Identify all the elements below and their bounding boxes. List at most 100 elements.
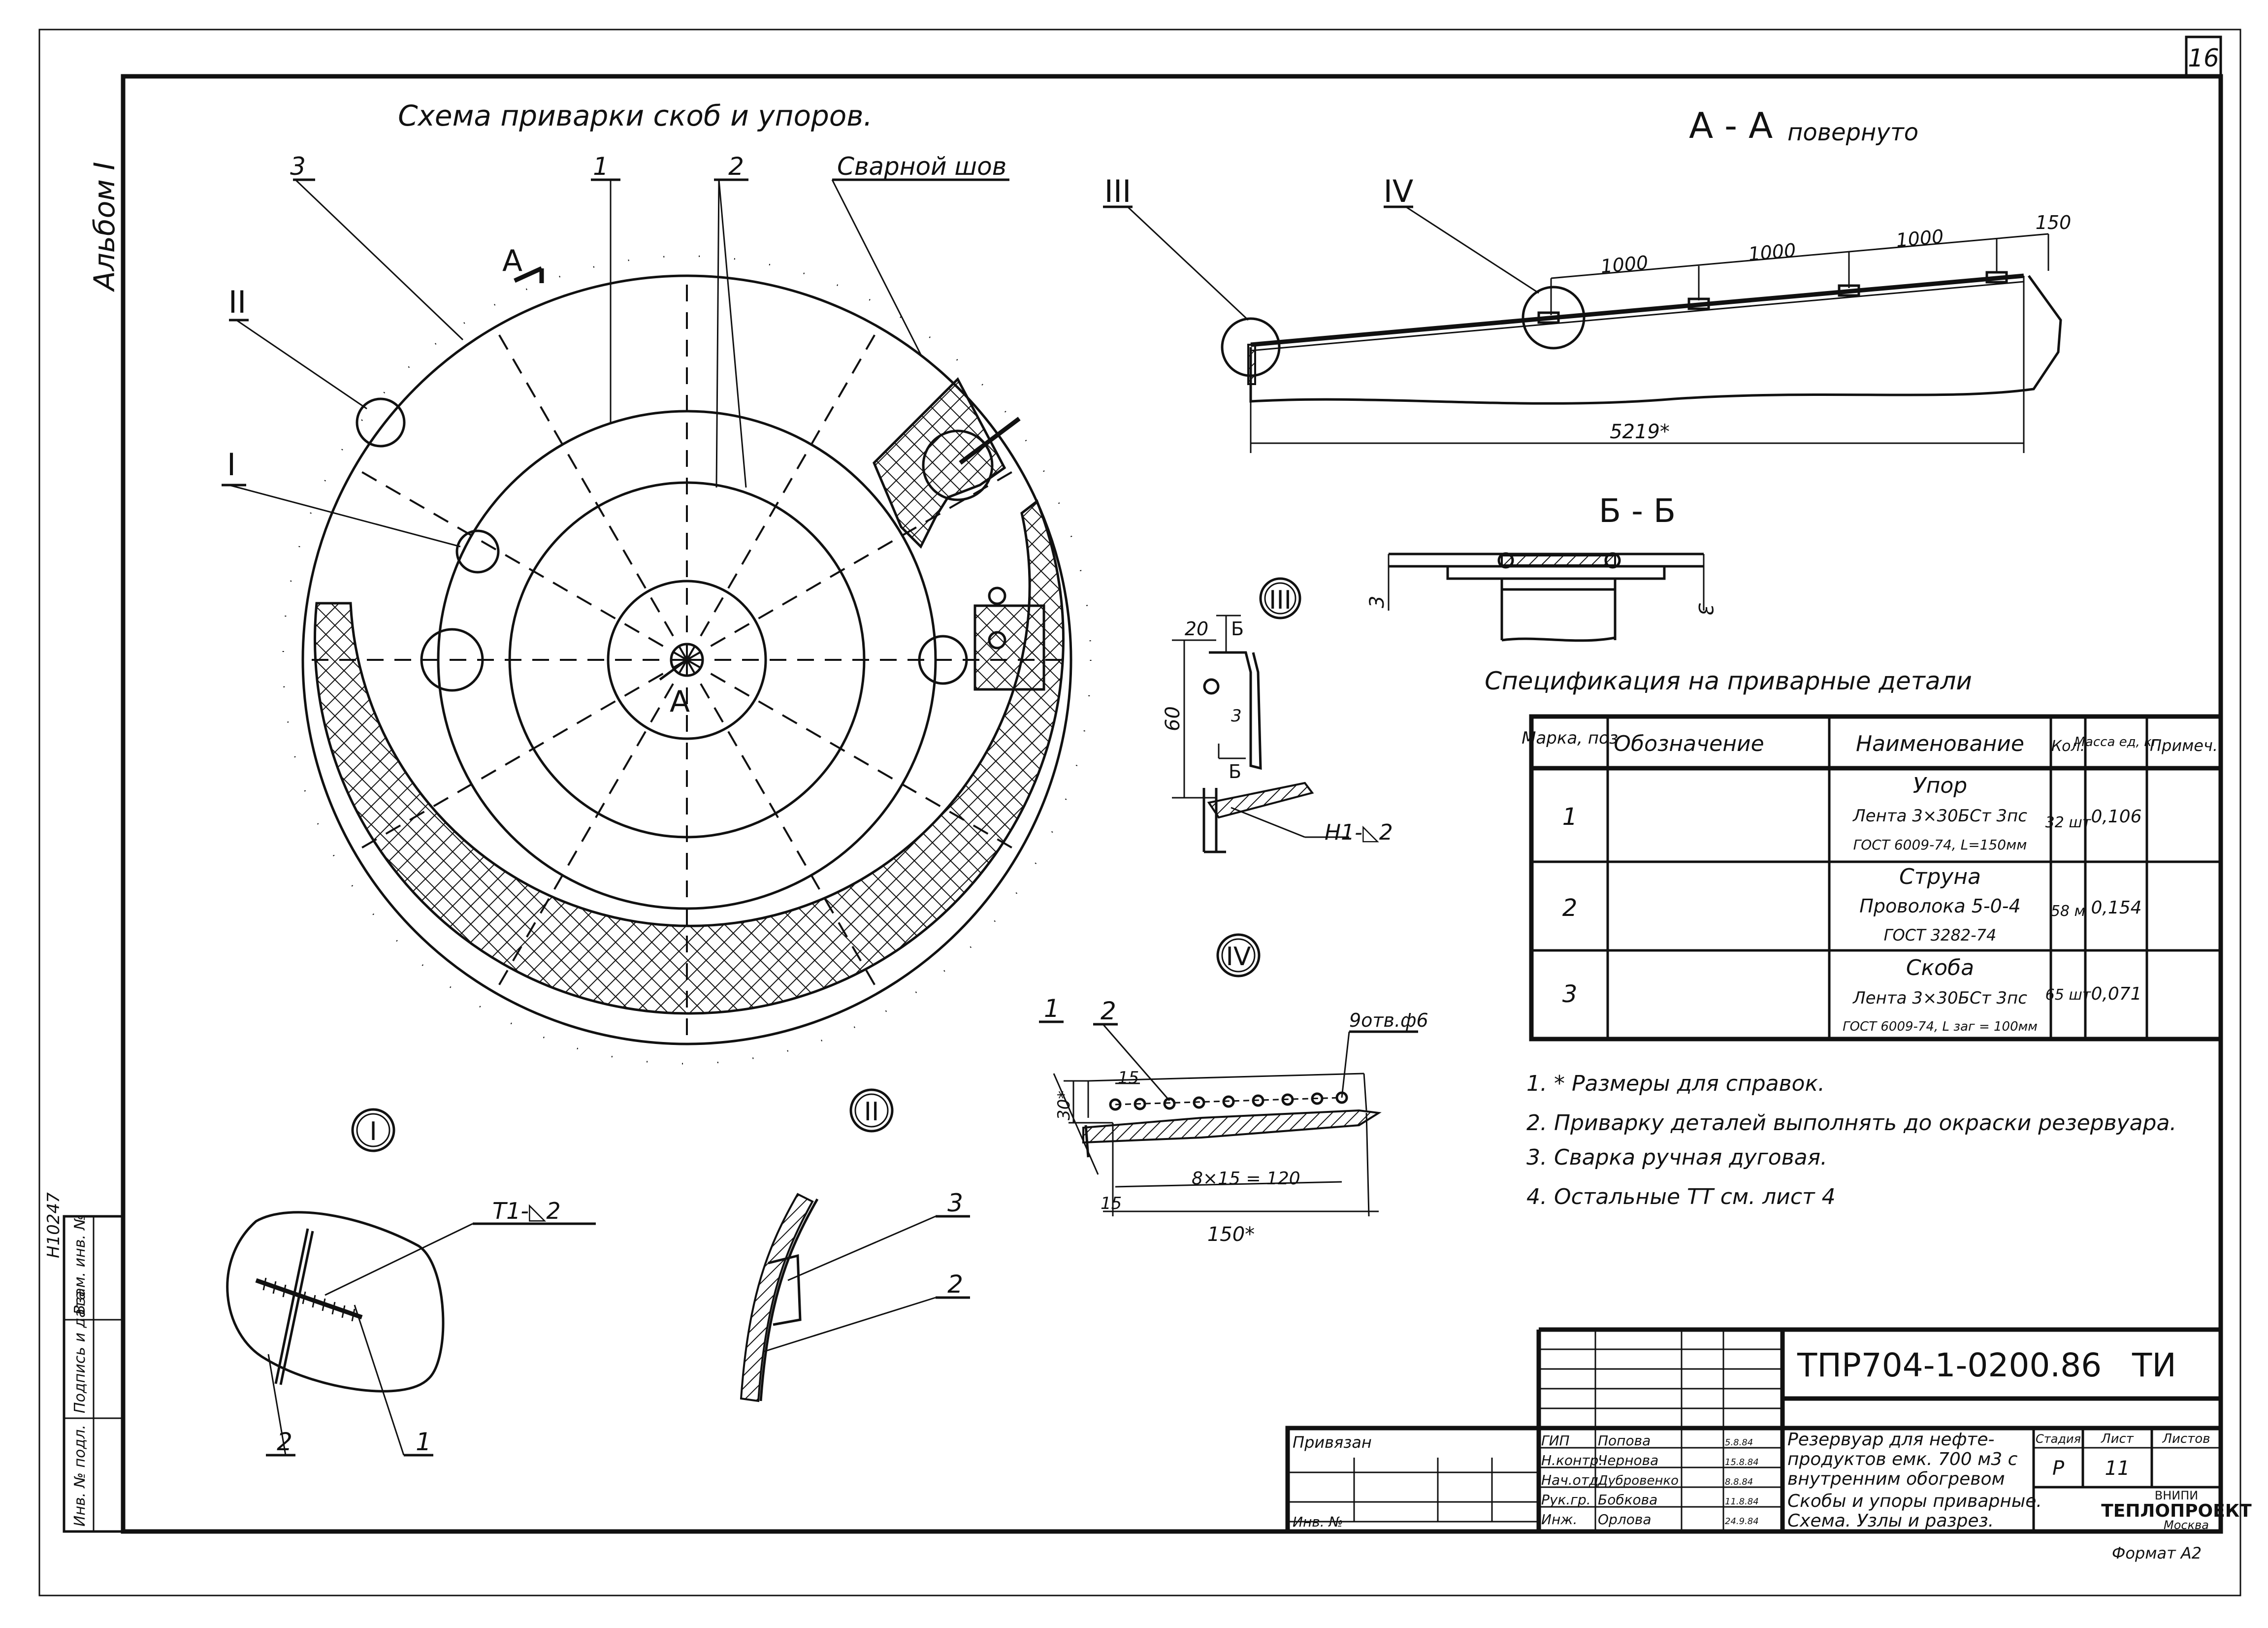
plan-title: Схема приварки скоб и упоров.: [398, 99, 873, 132]
node-marker-I: [455, 529, 500, 574]
node-I-pos-1: 1: [416, 1428, 431, 1456]
staff-name-5: Орлова: [1598, 1511, 1652, 1528]
spec-row1-name-1: Упор: [1913, 773, 1967, 798]
node-III-bottom-plate: [1207, 781, 1314, 819]
sheet-title-1: Скобы и упоры приварные.: [1787, 1491, 2042, 1511]
staff-name-4: Бобкова: [1598, 1492, 1657, 1508]
inv-label: Инв. №: [1293, 1514, 1343, 1530]
note-2: 2. Приварку деталей выполнять до окраски…: [1526, 1110, 2176, 1136]
section-bb-title: Б - Б: [1599, 492, 1676, 530]
radial-axes: [303, 276, 1071, 1044]
staff-date-1: 5.8.84: [1725, 1437, 1753, 1448]
node-IV-dim-30: 30*: [1054, 1091, 1074, 1120]
node-III-weld: Н1-◺2: [1325, 820, 1393, 845]
spec-header-pos: Марка, поз: [1522, 728, 1618, 748]
org-2: ТЕПЛОПРОЕКТ: [2101, 1501, 2252, 1521]
object-line-1: Резервуар для нефте-: [1787, 1430, 1994, 1450]
node-IV-dim-15-top: 15: [1118, 1068, 1139, 1088]
spec-row1-name-2: Лента 3×30БСт 3пс: [1852, 806, 2027, 826]
staff-date-4: 11.8.84: [1725, 1497, 1759, 1507]
album-label: Альбом I: [88, 162, 121, 293]
section-aa-drawing: [1103, 205, 2062, 453]
spec-header-name: Наименование: [1856, 731, 2024, 756]
object-line-2: продуктов емк. 700 м3 с: [1787, 1449, 2018, 1469]
node-II-pos-2: 2: [947, 1270, 963, 1299]
callout-node-I: I: [227, 447, 236, 483]
spec-row3-name-3: ГОСТ 6009-74, L заг = 100мм: [1843, 1019, 2038, 1034]
doc-type: ТИ: [2132, 1346, 2176, 1384]
staff-role-3: Нач.отд.: [1541, 1472, 1603, 1488]
node-I-drawing: [226, 1211, 596, 1457]
aa-dim-3: 1000: [1895, 226, 1944, 251]
node-IV-dim-pitch: 8×15 = 120: [1192, 1169, 1300, 1189]
aa-leader-III: III: [1104, 173, 1132, 209]
staff-name-3: Дубровенко: [1597, 1473, 1679, 1488]
stamp-inv-label: Инв. № подл.: [71, 1425, 89, 1527]
node-IV-strip: [1082, 1109, 1382, 1144]
org-1: ВНИПИ: [2155, 1489, 2198, 1502]
staff-role-4: Рук.гр.: [1541, 1492, 1591, 1508]
section-aa-title: А - А: [1689, 105, 1773, 146]
node-II-label: II: [864, 1097, 879, 1127]
section-mark-a-center: А: [670, 684, 690, 719]
spec-row2-name-3: ГОСТ 3282-74: [1884, 926, 1997, 944]
note-3: 3. Сварка ручная дуговая.: [1526, 1145, 1827, 1170]
spec-row2-name-1: Струна: [1899, 864, 1981, 889]
spec-row3-name-2: Лента 3×30БСт 3пс: [1852, 988, 2027, 1008]
node-marker-III: [1221, 317, 1281, 377]
stage-label: Стадия: [2036, 1432, 2081, 1446]
node-IV-drawing: [1039, 933, 1418, 1217]
node-I-weld: Т1-◺2: [492, 1198, 561, 1224]
staff-role-5: Инж.: [1541, 1511, 1577, 1528]
spec-header-designation: Обозначение: [1614, 731, 1764, 756]
section-bb-drawing: [1388, 552, 1705, 642]
spec-row3-qty: 65 шт: [2045, 986, 2092, 1004]
spec-row3-name-1: Скоба: [1906, 955, 1974, 980]
bb-dim-right: 3: [1694, 603, 1717, 616]
spec-row1-pos: 1: [1562, 803, 1578, 831]
staff-date-3: 8.8.84: [1725, 1477, 1753, 1487]
node-IV-dim-15-bottom: 15: [1101, 1194, 1122, 1213]
aa-leader-IV: IV: [1384, 173, 1414, 209]
callout-2: 2: [728, 152, 744, 181]
title-block: [1285, 1327, 2221, 1534]
node-IV-label: IV: [1226, 942, 1251, 972]
binding-label: Привязан: [1293, 1433, 1372, 1452]
doc-code: ТПР704-1-0200.86: [1797, 1346, 2102, 1384]
node-III-dim-3: 3: [1231, 706, 1242, 726]
node-III-label: III: [1269, 586, 1292, 615]
node-III-drawing: [1172, 577, 1349, 853]
stage-value: Р: [2052, 1457, 2065, 1480]
staff-date-2: 15.8.84: [1725, 1457, 1759, 1467]
node-III-mark-bottom: Б: [1229, 761, 1241, 782]
spec-header-qty: Кол.: [2051, 738, 2085, 755]
spec-row2-mass: 0,154: [2091, 898, 2141, 918]
hatched-annular-zone: [313, 499, 1065, 1015]
node-II-drawing: [740, 1193, 970, 1402]
node-III-dim-60: 60: [1162, 706, 1184, 731]
sheet-number-box: [2185, 35, 2222, 78]
inventory-number: Н10247: [44, 1192, 64, 1258]
spec-row2-pos: 2: [1562, 894, 1578, 922]
node-I-pos-2: 2: [277, 1428, 292, 1456]
sheet-value: 11: [2105, 1457, 2130, 1480]
bb-dim-left: 3: [1366, 596, 1389, 608]
hatched-nozzle-pad: [973, 604, 1045, 691]
staff-name-2: Чернова: [1598, 1452, 1658, 1468]
spec-row3-mass: 0,071: [2091, 984, 2141, 1004]
callout-1: 1: [593, 152, 609, 181]
spec-row2-name-2: Проволока 5-0-4: [1859, 895, 2020, 917]
staff-role-1: ГИП: [1541, 1433, 1570, 1449]
stamp-replace-label: Взам. инв. №: [71, 1214, 89, 1315]
outer-frame: [38, 29, 2241, 1596]
node-IV-dim-total: 150*: [1207, 1223, 1255, 1246]
aa-dim-total: 5219*: [1610, 421, 1670, 443]
spec-row1-mass: 0,106: [2091, 807, 2141, 827]
spec-header-mass: Масса ед, кг: [2074, 735, 2158, 749]
spec-row3-pos: 3: [1562, 980, 1578, 1008]
callout-3: 3: [290, 152, 306, 181]
aa-dim-4: 150: [2036, 212, 2072, 233]
node-I-label: I: [369, 1117, 377, 1146]
sheet-title-2: Схема. Узлы и разрез.: [1787, 1511, 1994, 1531]
